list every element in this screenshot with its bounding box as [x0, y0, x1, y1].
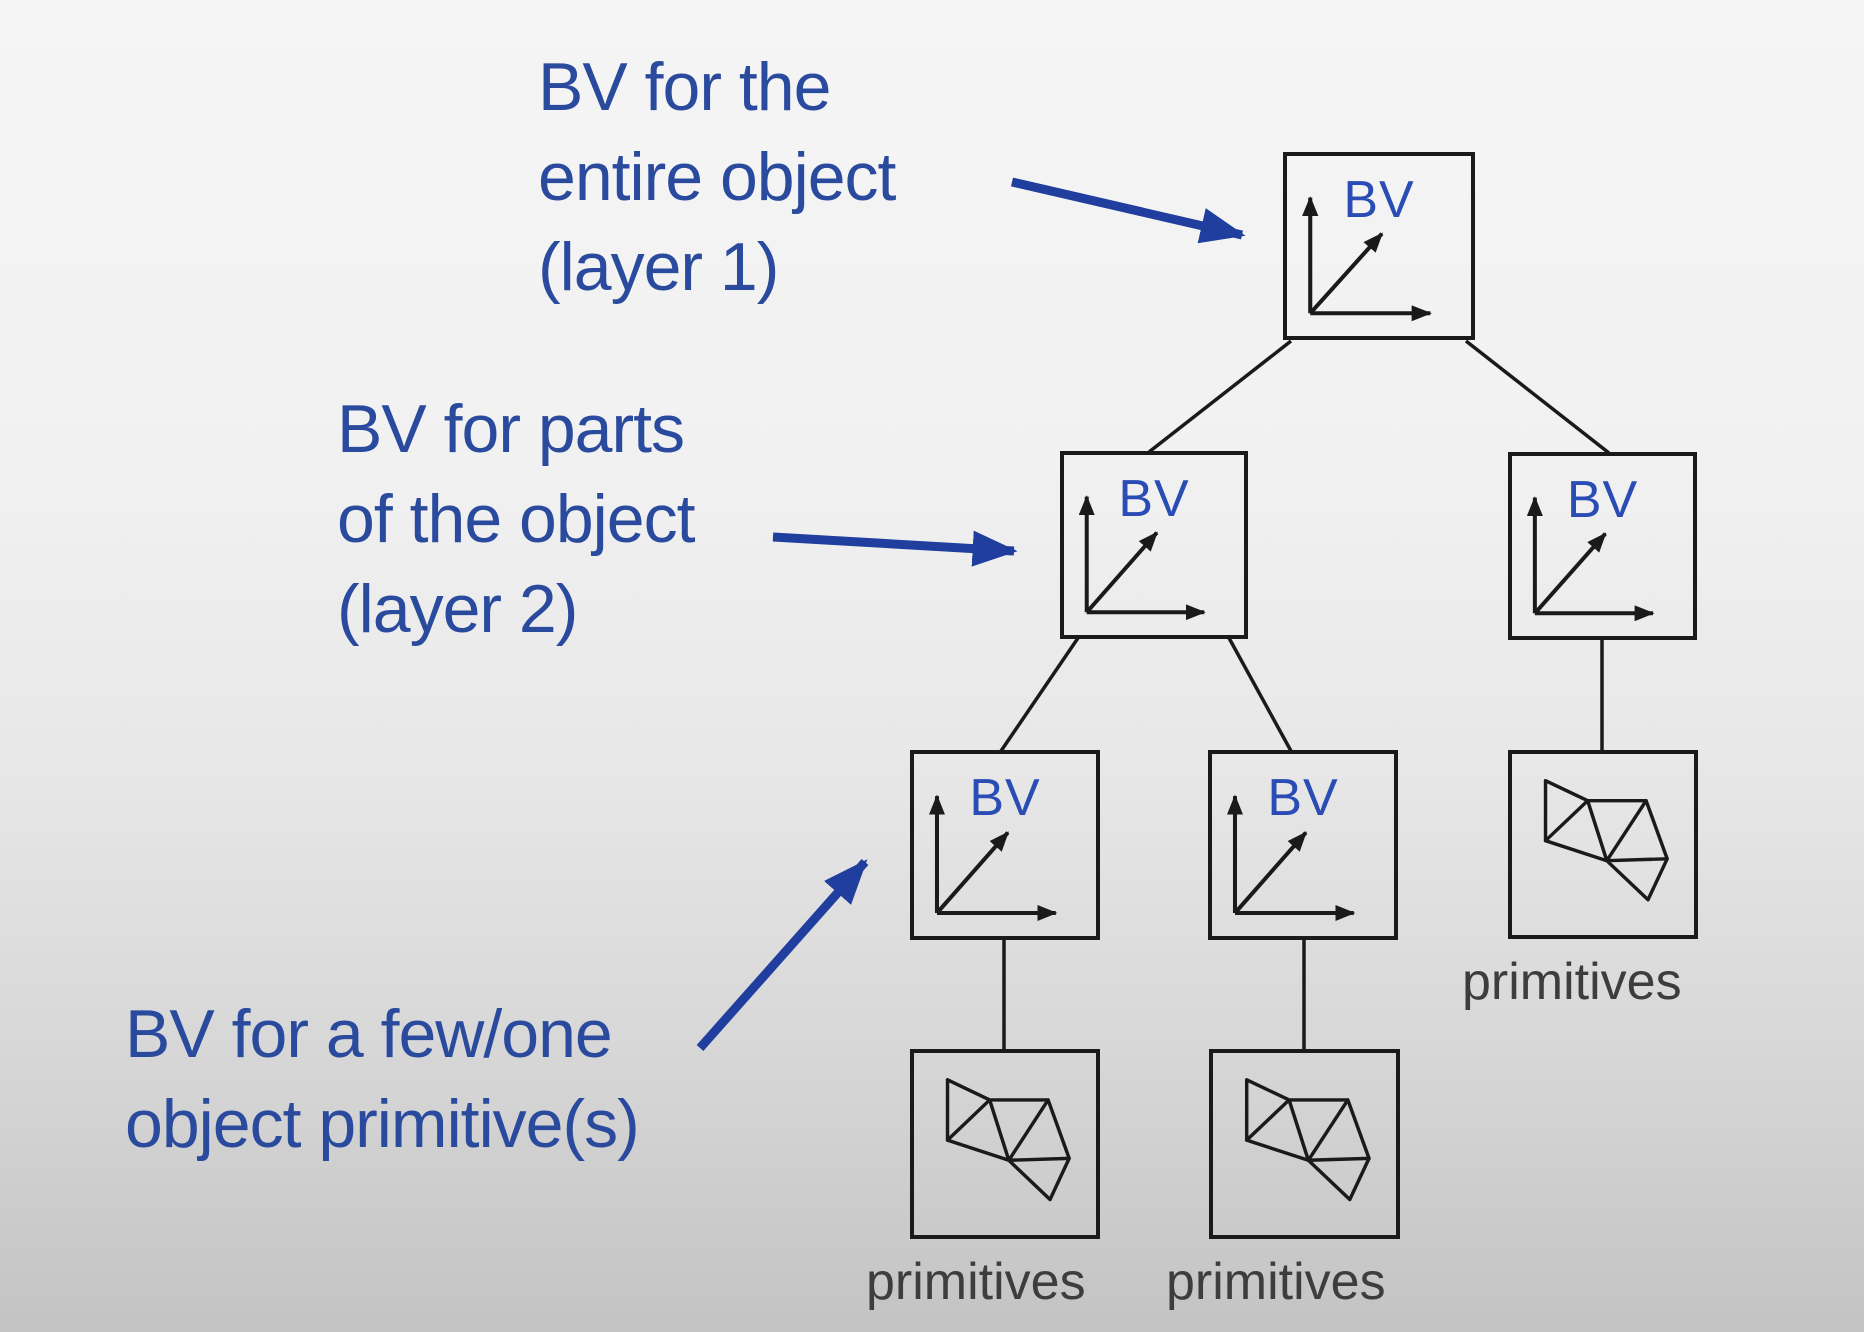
arrow-layer3-icon [696, 859, 869, 1051]
coordinate-axes-icon [1302, 196, 1432, 322]
triangle-mesh-icon [1543, 778, 1669, 902]
bv-node-label: BV [1267, 769, 1339, 827]
primitives-caption-bottom-middle: primitives [1166, 1253, 1386, 1311]
bv-node-layer3-left: BV [910, 750, 1100, 940]
edge-l2left-to-l3left [999, 637, 1080, 752]
triangle-mesh-icon [1244, 1078, 1371, 1202]
bv-node-layer3-middle: BV [1208, 750, 1398, 940]
bv-node-label: BV [1118, 470, 1190, 528]
arrow-layer1-icon [1010, 177, 1246, 244]
primitives-caption-right: primitives [1462, 953, 1682, 1011]
annotation-layer2: BV for parts of the object (layer 2) [337, 384, 695, 654]
primitives-node-bottom-left [910, 1049, 1100, 1239]
annotation-line: object primitive(s) [125, 1086, 640, 1162]
triangle-mesh-icon [945, 1078, 1071, 1202]
primitives-node-bottom-middle [1209, 1049, 1400, 1239]
bv-node-label: BV [1566, 471, 1639, 529]
bv-node-layer2-left: BV [1060, 451, 1248, 639]
tree-edges [999, 339, 1611, 1050]
coordinate-axes-icon [928, 794, 1058, 922]
bv-node-layer1: BV [1283, 152, 1475, 340]
primitives-node-right [1508, 750, 1698, 939]
bv-node-label: BV [1343, 171, 1415, 229]
primitives-caption-bottom-left: primitives [866, 1253, 1086, 1311]
annotation-line: (layer 1) [538, 229, 779, 305]
edge-l2left-to-l3mid [1227, 637, 1293, 752]
bv-node-layer2-right: BV [1508, 452, 1697, 640]
annotation-line: (layer 2) [337, 571, 578, 647]
annotation-line: of the object [337, 481, 695, 557]
annotation-line: BV for parts [337, 391, 685, 467]
coordinate-axes-icon [1526, 496, 1655, 622]
arrow-layer2-icon [772, 530, 1018, 567]
edge-root-to-right-child [1464, 339, 1611, 455]
annotation-line: BV for the [538, 49, 831, 125]
edge-root-to-left-child [1147, 339, 1293, 454]
bv-node-label: BV [969, 769, 1041, 827]
coordinate-axes-icon [1226, 794, 1356, 922]
annotation-line: BV for a few/one [125, 996, 613, 1072]
callout-arrows [696, 177, 1246, 1051]
annotation-layer3: BV for a few/one object primitive(s) [125, 989, 640, 1169]
coordinate-axes-icon [1078, 495, 1206, 621]
annotation-layer1: BV for the entire object (layer 1) [538, 42, 896, 312]
annotation-line: entire object [538, 139, 896, 215]
